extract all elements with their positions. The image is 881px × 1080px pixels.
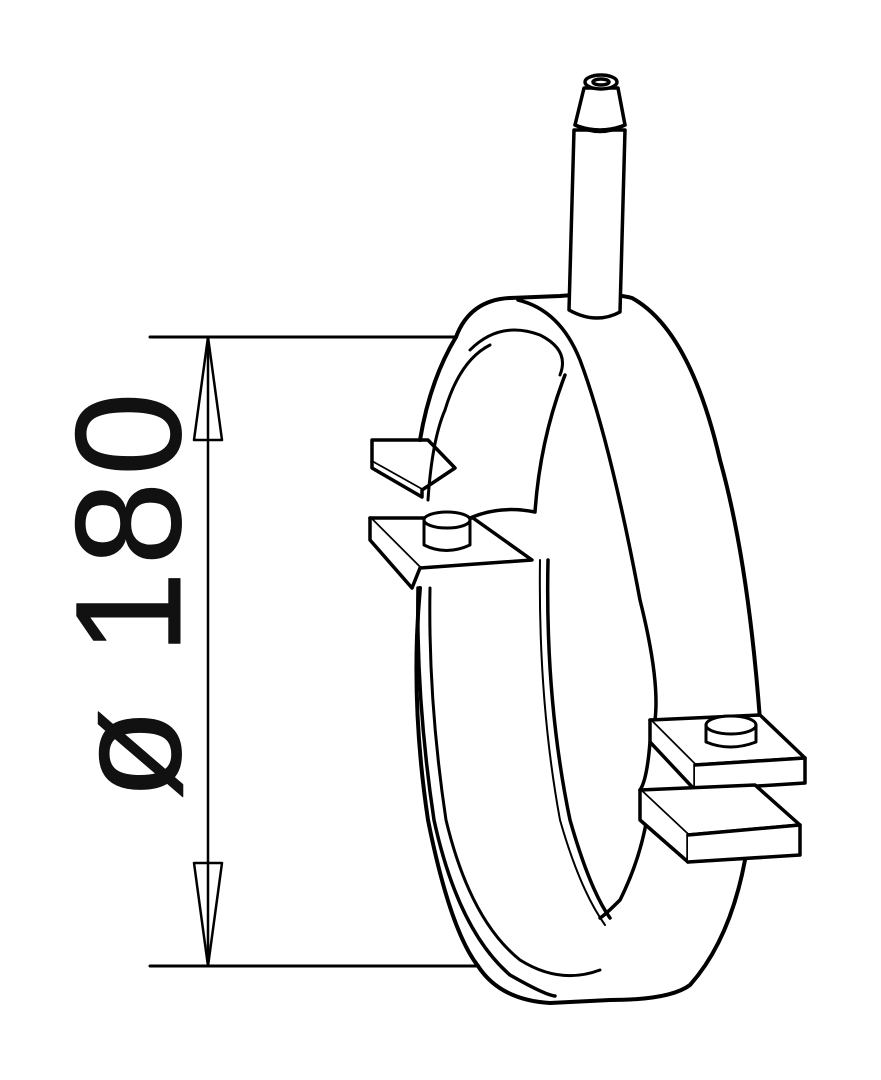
nozzle (567, 73, 627, 320)
lug-right-bottom (638, 783, 802, 864)
lug-upper-back (370, 438, 457, 499)
dimension-label: ø 180 (44, 386, 212, 800)
diameter-dimension: ø 180 (44, 335, 480, 968)
bolt-upper (422, 510, 472, 552)
clamp-ring (414, 292, 762, 1005)
arrow-up-icon (192, 335, 224, 442)
band-cut-right (638, 740, 652, 792)
arrow-down-icon (192, 861, 224, 968)
